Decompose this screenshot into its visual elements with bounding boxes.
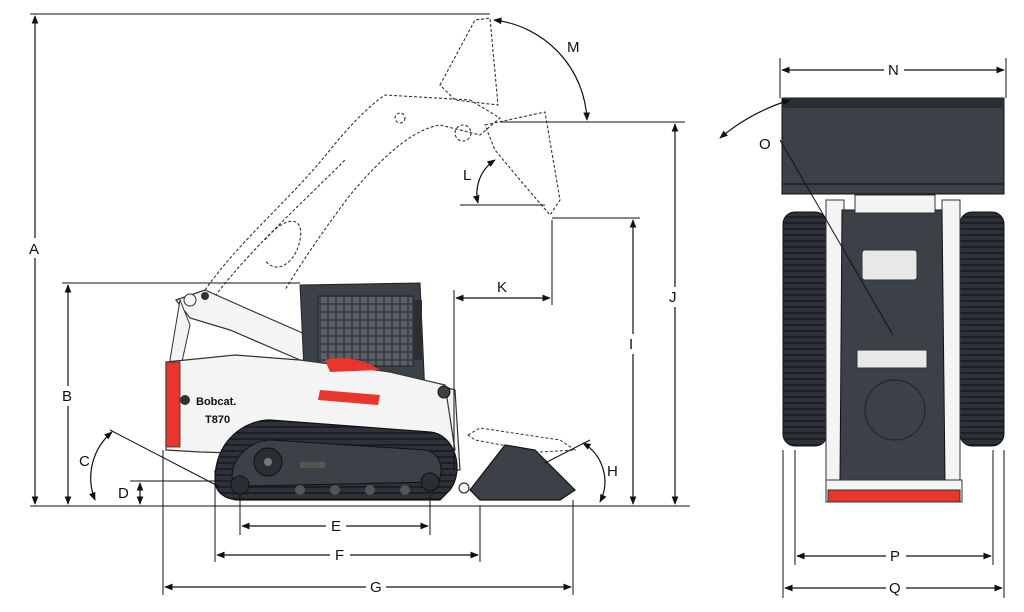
label-p: P	[890, 548, 900, 565]
right-track	[959, 211, 1005, 447]
brand-logo-text: Bobcat.	[196, 396, 236, 408]
label-k: K	[497, 279, 507, 296]
label-f: F	[335, 547, 344, 564]
bucket	[458, 427, 577, 501]
label-o: O	[759, 136, 771, 153]
rear-red-panel	[165, 361, 181, 448]
label-b: B	[62, 388, 72, 405]
model-decal: T870	[205, 414, 230, 426]
label-m: M	[567, 39, 580, 56]
label-d: D	[118, 485, 129, 502]
label-e: E	[331, 518, 341, 535]
rear-bumper	[827, 489, 961, 503]
track-assembly	[214, 419, 458, 501]
dimension-m	[493, 17, 591, 121]
label-j: J	[669, 289, 677, 306]
dimension-c	[89, 431, 113, 501]
label-c: C	[79, 453, 90, 470]
dimension-h	[582, 442, 607, 503]
label-i: I	[629, 336, 633, 353]
label-n: N	[888, 62, 899, 79]
side-view-dimensions: A B C D E F G H	[25, 13, 690, 597]
top-view-dimensions: N O P Q	[719, 58, 1007, 598]
top-view-loader	[781, 97, 1005, 503]
dimension-o-arc	[719, 99, 791, 139]
label-a: A	[29, 241, 39, 258]
dimension-l	[472, 159, 496, 204]
label-h: H	[607, 463, 618, 480]
label-l: L	[463, 167, 471, 184]
left-track	[782, 211, 828, 447]
side-view-loader: Bobcat. T870	[165, 17, 577, 501]
label-q: Q	[889, 580, 901, 597]
label-g: G	[370, 579, 382, 596]
top-bucket	[781, 97, 1005, 195]
raised-lift-arm-outline	[204, 17, 561, 297]
